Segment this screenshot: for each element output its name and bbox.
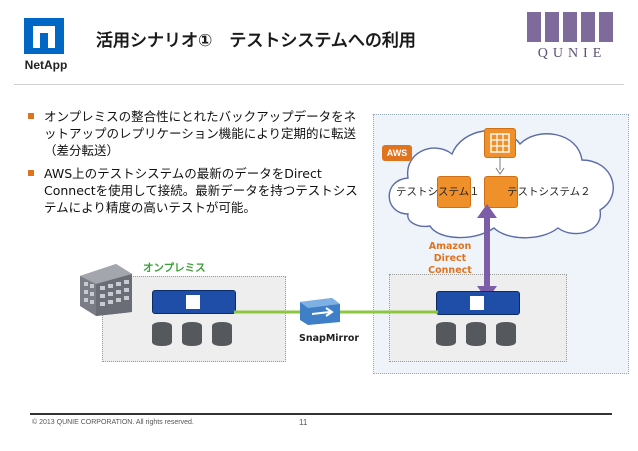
aws-storage-panel	[389, 274, 567, 362]
disk-icon	[496, 322, 516, 346]
footer-divider	[30, 413, 612, 415]
disk-icon	[182, 322, 202, 346]
header-divider	[14, 84, 624, 85]
page-title: 活用シナリオ① テストシステムへの利用	[96, 31, 416, 51]
bullet-item: オンプレミスの整合性にとれたバックアップデータをネットアップのレプリケーション機…	[28, 108, 358, 159]
disk-icon	[436, 322, 456, 346]
test-system-1-server-icon	[437, 176, 471, 208]
footer-copyright: © 2013 QUNIE CORPORATION. All rights res…	[32, 419, 194, 426]
onprem-label: オンプレミス	[143, 262, 206, 274]
disk-icon	[212, 322, 232, 346]
snapmirror-label: SnapMirror	[299, 333, 360, 344]
netapp-n-icon	[24, 18, 64, 54]
disk-icon	[466, 322, 486, 346]
test-system-1-label: テストシステム１	[396, 186, 480, 198]
cloud-server-connector-icon	[495, 156, 505, 175]
datacenter-building-icon	[80, 264, 132, 316]
qunie-logo-text: QUNIE	[537, 46, 607, 61]
direct-connect-label: Amazon Direct Connect	[420, 241, 480, 277]
netapp-storage-aws-icon	[436, 291, 520, 315]
bullet-square-icon	[28, 113, 34, 119]
aws-badge: AWS	[382, 145, 412, 161]
qunie-logo: QUNIE	[527, 12, 617, 68]
qunie-bars-icon	[527, 12, 617, 42]
netapp-storage-onprem-icon	[152, 290, 236, 314]
test-system-2-server-icon	[484, 176, 518, 208]
direct-connect-line: Connect	[428, 265, 472, 276]
cloud-server-icon	[484, 128, 516, 158]
bullet-square-icon	[28, 170, 34, 176]
bullet-text: AWS上のテストシステムの最新のデータをDirect Connectを使用して接…	[44, 166, 358, 215]
snapmirror-switch-icon	[300, 298, 340, 325]
bullet-list: オンプレミスの整合性にとれたバックアップデータをネットアップのレプリケーション機…	[28, 108, 358, 222]
direct-connect-arrow-icon	[477, 204, 497, 300]
page-number: 11	[299, 418, 308, 427]
bullet-text: オンプレミスの整合性にとれたバックアップデータをネットアップのレプリケーション機…	[44, 109, 357, 158]
test-system-2-label: テストシステム２	[507, 186, 591, 198]
direct-connect-line: Amazon	[428, 241, 472, 252]
disk-icon	[152, 322, 172, 346]
bullet-item: AWS上のテストシステムの最新のデータをDirect Connectを使用して接…	[28, 165, 358, 216]
netapp-logo: NetApp	[14, 18, 78, 78]
direct-connect-line: Direct	[433, 253, 467, 264]
netapp-logo-text: NetApp	[24, 58, 68, 72]
